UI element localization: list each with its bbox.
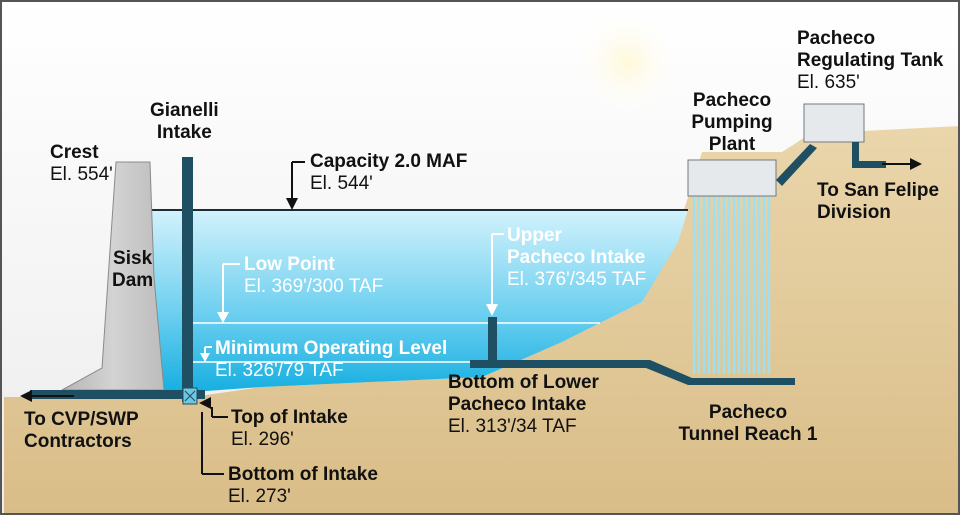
min-operating-label: Minimum Operating Level El. 326'/79 TAF	[215, 338, 447, 382]
upper-pacheco-elevation: El. 376'/345 TAF	[507, 269, 647, 290]
gianelli-intake-label: Gianelli Intake	[150, 100, 219, 144]
san-felipe-line2: Division	[817, 202, 891, 223]
upper-pacheco-intake-pipe	[488, 317, 497, 363]
cvp-swp-line1: To CVP/SWP	[24, 409, 139, 430]
regulating-tank-line1: Pacheco	[797, 28, 876, 49]
san-felipe-label: To San Felipe Division	[817, 180, 939, 224]
upper-pacheco-line2: Pacheco Intake	[507, 247, 646, 268]
san-felipe-line1: To San Felipe	[817, 180, 940, 201]
low-point-title: Low Point	[244, 254, 335, 275]
pumping-plant-building	[687, 159, 777, 197]
tunnel-label: Pacheco Tunnel Reach 1	[678, 402, 818, 446]
bottom-of-intake-title: Bottom of Intake	[228, 464, 378, 485]
capacity-elevation: El. 544'	[310, 173, 373, 194]
min-operating-elevation: El. 326'/79 TAF	[215, 360, 344, 381]
regulating-tank-label: Pacheco Regulating Tank El. 635'	[797, 28, 943, 94]
sisk-dam-line1: Sisk	[113, 248, 153, 269]
capacity-title: Capacity 2.0 MAF	[310, 151, 468, 172]
pumping-plant-line3: Plant	[708, 134, 756, 155]
bottom-lower-pacheco-label: Bottom of Lower Pacheco Intake El. 313'/…	[448, 372, 599, 438]
sisk-dam-line2: Dam	[112, 270, 154, 291]
reservoir-water	[152, 210, 688, 394]
capacity-label: Capacity 2.0 MAF El. 544'	[310, 151, 467, 195]
pumping-plant-line2: Pumping	[691, 112, 773, 133]
arrows	[20, 158, 922, 475]
pumping-plant-label: Pacheco Pumping Plant	[688, 90, 776, 156]
gianelli-line2: Intake	[156, 122, 212, 143]
top-of-intake-label: Top of Intake El. 296'	[231, 407, 348, 451]
top-of-intake-elevation: El. 296'	[231, 429, 294, 450]
crest-elevation: El. 554'	[50, 164, 113, 185]
bottom-lower-pacheco-line1: Bottom of Lower	[448, 372, 599, 393]
low-point-elevation: El. 369'/300 TAF	[244, 276, 384, 297]
crest-title: Crest	[50, 142, 99, 163]
crest-label: Crest El. 554'	[50, 142, 113, 186]
bottom-of-intake-elevation: El. 273'	[228, 486, 291, 507]
low-point-label: Low Point El. 369'/300 TAF	[244, 254, 383, 298]
cvp-swp-label: To CVP/SWP Contractors	[24, 409, 139, 453]
sisk-dam-label: Sisk Dam	[112, 248, 153, 292]
gianelli-intake-tower	[182, 157, 193, 402]
gianelli-line1: Gianelli	[150, 100, 219, 121]
upper-pacheco-label: Upper Pacheco Intake El. 376'/345 TAF	[507, 225, 646, 291]
min-operating-title: Minimum Operating Level	[215, 338, 448, 359]
bottom-of-intake-label: Bottom of Intake El. 273'	[228, 464, 378, 508]
pacheco-tunnel	[470, 360, 795, 385]
white-arrows	[200, 233, 504, 362]
regulating-tank-elevation: El. 635'	[797, 72, 860, 93]
regulating-tank	[803, 103, 865, 143]
san-felipe-pipe	[852, 142, 886, 168]
regulating-tank-line2: Regulating Tank	[797, 50, 944, 71]
discharge-pipe	[776, 144, 817, 186]
bottom-lower-pacheco-elevation: El. 313'/34 TAF	[448, 416, 577, 437]
pumping-plant-pipes	[692, 195, 771, 374]
cvp-swp-line2: Contractors	[24, 431, 132, 452]
tunnel-line2: Tunnel Reach 1	[678, 424, 818, 445]
top-of-intake-title: Top of Intake	[231, 407, 348, 428]
pumping-plant-line1: Pacheco	[692, 90, 772, 111]
tunnel-line1: Pacheco	[708, 402, 788, 423]
sun-glow	[572, 7, 682, 117]
intake-screen-mesh	[184, 390, 196, 402]
cvp-conduit	[30, 390, 205, 399]
upper-pacheco-line1: Upper	[507, 225, 562, 246]
bottom-lower-pacheco-line2: Pacheco Intake	[448, 394, 587, 415]
